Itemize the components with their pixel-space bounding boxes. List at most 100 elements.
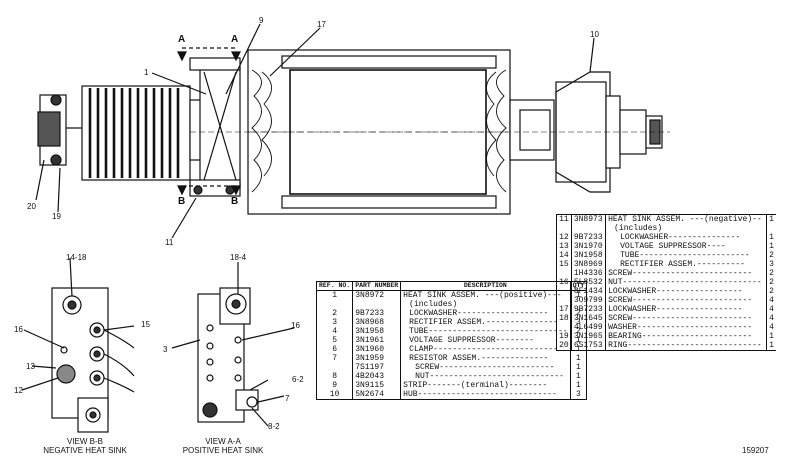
cell-part-number: 5N2674 xyxy=(352,390,402,400)
cell-ref: 2 xyxy=(316,309,354,318)
cell-part-number: 3N1961 xyxy=(352,336,402,345)
callout-15: 15 xyxy=(141,320,150,329)
table-header: REF. NO. PART NUMBER DESCRIPTION QTY xyxy=(316,281,587,291)
cell-part-number: 6S1753 xyxy=(571,341,607,351)
section-label-b-left: B xyxy=(178,196,186,207)
callout-3: 3 xyxy=(163,345,168,354)
cell-ref: 18 xyxy=(556,314,572,323)
cell-qty: 4 xyxy=(769,296,774,305)
cell-qty: 3 xyxy=(576,390,581,399)
cell-description: HEAT SINK ASSEM. ---(negative)-- xyxy=(605,214,768,224)
section-label-a-left: A xyxy=(178,34,186,45)
cell-qty: 2 xyxy=(769,269,774,278)
cell-part-number xyxy=(352,300,402,309)
cell-part-number: 3N1958 xyxy=(352,327,402,336)
cell-part-number: 3O9799 xyxy=(571,296,607,305)
callout-7: 7 xyxy=(285,394,290,403)
cell-description: VOLTAGE SUPPRESSOR-------- xyxy=(400,336,571,345)
cell-ref: 12 xyxy=(556,233,572,242)
callout-16-aa: 16 xyxy=(291,321,300,330)
view-aa-subtitle: POSITIVE HEAT SINK xyxy=(182,446,264,455)
cell-qty: 1 xyxy=(769,215,774,224)
cell-ref: 11 xyxy=(556,214,572,224)
cell-description: LOCKWASHER------------------ xyxy=(605,287,768,296)
callout-19: 19 xyxy=(52,212,61,221)
cell-qty: 1 xyxy=(769,242,774,251)
cell-description: TUBE----------------------------- xyxy=(400,327,571,336)
cell-part-number: 3N1645 xyxy=(571,314,607,323)
cell-description: WASHER------------------------ xyxy=(605,323,768,332)
cell-qty: 1 xyxy=(769,233,774,242)
cell-ref xyxy=(316,300,354,309)
cell-description: RESISTOR ASSEM.-------------- xyxy=(400,354,571,363)
callout-17: 17 xyxy=(317,20,326,29)
cell-ref xyxy=(556,224,572,233)
cell-description: VOLTAGE SUPPRESSOR---- xyxy=(605,242,768,251)
cell-qty: 2 xyxy=(769,278,774,287)
cell-ref xyxy=(556,269,572,278)
cell-part-number: 3N9115 xyxy=(352,381,402,390)
section-label-a-right: A xyxy=(231,34,239,45)
cell-part-number: 3N1965 xyxy=(571,332,607,341)
cell-qty xyxy=(767,224,776,233)
cell-description: CLAMP-------------------------- xyxy=(400,345,571,354)
cell-description: (includes) xyxy=(605,224,768,233)
cell-ref: 4 xyxy=(316,327,354,336)
cell-part-number: 3N8973 xyxy=(571,214,607,224)
cell-part-number: 3N8969 xyxy=(571,260,607,269)
cell-part-number: 4L6499 xyxy=(571,323,607,332)
cell-description: SCREW------------------------- xyxy=(605,269,768,278)
cell-description: HUB----------------------------- xyxy=(400,390,571,400)
header-ref: REF. NO. xyxy=(316,281,354,291)
view-bb-subtitle: NEGATIVE HEAT SINK xyxy=(43,446,127,455)
cell-part-number: 3N1958 xyxy=(571,251,607,260)
cell-description: TUBE----------------------- xyxy=(605,251,768,260)
callout-20: 20 xyxy=(27,202,36,211)
cell-description: RECTIFIER ASSEM.---------- xyxy=(605,260,768,269)
cell-part-number: 5L8532 xyxy=(571,278,607,287)
callout-8-2: 8-2 xyxy=(268,422,280,431)
cell-part-number: 3N1970 xyxy=(571,242,607,251)
callout-12: 12 xyxy=(14,386,23,395)
view-aa-title: VIEW A-A xyxy=(205,437,241,446)
cell-description: NUT----------------------------- xyxy=(605,278,768,287)
figure-number: 159207 xyxy=(742,446,769,455)
cell-qty: 2 xyxy=(769,287,774,296)
cell-ref: 17 xyxy=(556,305,572,314)
cell-qty: 4 xyxy=(769,323,774,332)
cell-description: (includes) xyxy=(400,300,571,309)
callout-6-2: 6-2 xyxy=(292,375,304,384)
view-bb-caption: VIEW B-B NEGATIVE HEAT SINK xyxy=(30,437,140,455)
cell-qty: 2 xyxy=(769,251,774,260)
cell-ref: 9 xyxy=(316,381,354,390)
section-label-b-right: B xyxy=(231,196,239,207)
cell-qty: 4 xyxy=(769,305,774,314)
cell-part-number: 3N8972 xyxy=(352,290,402,300)
cell-ref: 16 xyxy=(556,278,572,287)
cell-ref: 1 xyxy=(316,290,354,300)
callout-14-18: 14-18 xyxy=(66,253,87,262)
cell-description: RECTIFIER ASSEM.--------------- xyxy=(400,318,571,327)
cell-ref: 13 xyxy=(556,242,572,251)
cell-description: LOCKWASHER------------------ xyxy=(605,305,768,314)
